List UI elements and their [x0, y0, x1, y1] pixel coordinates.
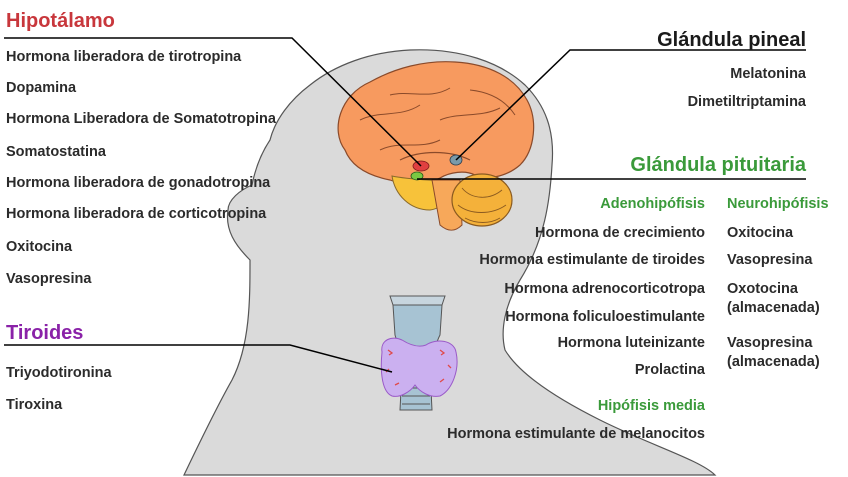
neurohypophysis-hormone-3: Oxotocina	[727, 281, 798, 297]
pineal-hormone-1: Melatonina	[730, 66, 806, 82]
neurohypophysis-hormone-2: Vasopresina	[727, 252, 813, 268]
adenohypophysis-title: Adenohipófisis	[600, 196, 705, 212]
cerebellum-folds	[457, 187, 507, 223]
head-silhouette	[183, 49, 717, 476]
hypothalamus-hormone-1: Hormona liberadora de tirotropina	[6, 49, 242, 65]
neurohypophysis-hormone-1: Oxitocina	[727, 225, 794, 241]
hypothalamus-hormone-8: Vasopresina	[6, 271, 92, 287]
pineal-leader	[455, 49, 806, 161]
adenohypophysis-hormone-3: Hormona adrenocorticotropa	[504, 281, 705, 297]
thyroid-title: Tiroides	[6, 322, 84, 344]
adenohypophysis-hormone-6: Prolactina	[634, 362, 705, 378]
hypothalamus-hormone-5: Hormona liberadora de gonadotropina	[6, 175, 271, 191]
adenohypophysis-hormone-1: Hormona de crecimiento	[534, 225, 705, 241]
corpus-callosum	[399, 151, 471, 161]
hypothalamus-hormone-4: Somatostatina	[6, 144, 106, 160]
thyroid-gland	[380, 337, 458, 397]
adenohypophysis-hormone-4: Hormona foliculoestimulante	[505, 309, 705, 325]
adenohypophysis-hormone-2: Hormona estimulante de tiroides	[479, 252, 705, 268]
pineal-title: Glándula pineal	[657, 29, 806, 51]
adenohypophysis-hormone-5: Hormona luteinizante	[557, 335, 705, 351]
neurohypophysis-title: Neurohipófisis	[727, 196, 829, 212]
brain-folds	[359, 87, 516, 151]
neurohypophysis-hormone-6: (almacenada)	[727, 354, 820, 370]
hypothalamus-title: Hipotálamo	[6, 10, 115, 32]
thyroid-hormone-1: Triyodotironina	[6, 365, 112, 381]
intermediate-title: Hipófisis media	[597, 398, 705, 414]
hypothalamus-leader	[4, 37, 422, 167]
neurohypophysis-hormone-4: (almacenada)	[727, 300, 820, 316]
intermediate-hormone-1: Hormona estimulante de melanocitos	[447, 426, 705, 442]
neurohypophysis-hormone-5: Vasopresina	[727, 335, 813, 351]
hypothalamus-hormone-2: Dopamina	[6, 80, 77, 96]
thyroid-hormone-2: Tiroxina	[6, 397, 63, 413]
hypothalamus-hormone-7: Oxitocina	[6, 239, 73, 255]
cerebellum	[451, 173, 513, 227]
thyroid-leader	[4, 344, 393, 373]
hypothalamus-hormone-6: Hormona liberadora de corticotropina	[6, 206, 267, 222]
pituitary-title: Glándula pituitaria	[630, 154, 806, 176]
pineal-hormone-2: Dimetiltriptamina	[687, 94, 806, 110]
pituitary-marker	[410, 171, 424, 181]
hypothalamus-hormone-3: Hormona Liberadora de Somatotropina	[6, 111, 276, 127]
larynx	[389, 295, 446, 306]
thyroid-vessels	[385, 349, 452, 386]
